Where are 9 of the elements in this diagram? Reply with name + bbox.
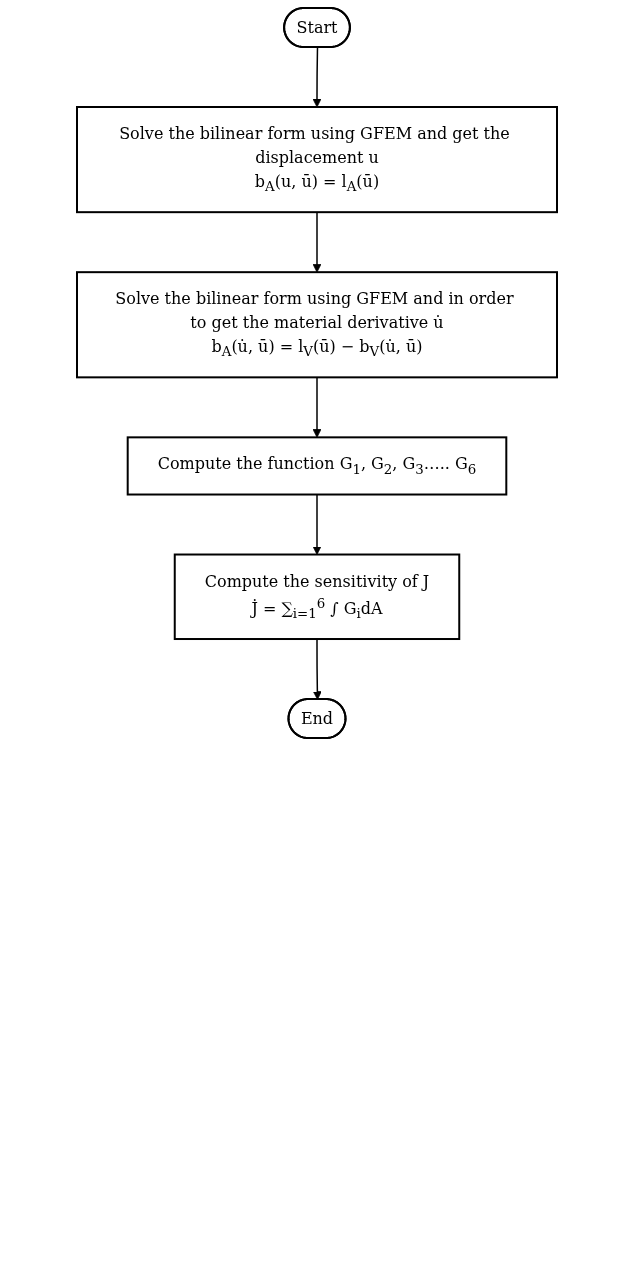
arrow (312, 211, 322, 273)
arrow (312, 46, 322, 108)
node-box: Solve the bilinear form using GFEM and in order to get the material derivative u̇ b$_{A}$(u̇, ū) = l$_{V}$(ū) − b$_{V}$(u̇, ū) (76, 271, 558, 379)
node-box: Compute the sensitivity of J J̇ = ∑$_{i=1}$$^{6}$ ∫ G$_{i}$dA (173, 553, 461, 640)
arrow (312, 376, 322, 438)
node-box: Compute the function G$_{1}$, G$_{2}$, G$_{3}$….. G$_{6}$ (126, 436, 508, 496)
arrow (312, 638, 322, 700)
arrow (312, 493, 322, 555)
node-box: Solve the bilinear form using GFEM and get the displacement u b$_{A}$(u, ū) = l$_{A}$(ū) (76, 106, 558, 214)
